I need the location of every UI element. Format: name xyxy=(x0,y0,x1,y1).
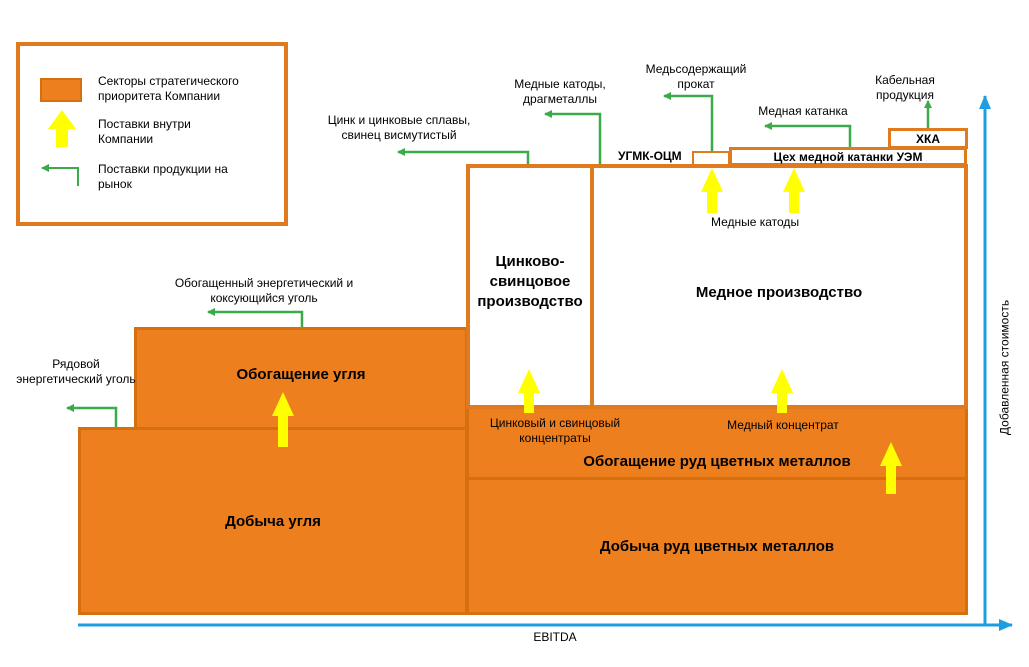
copper-cathodes-label: Медные катоды xyxy=(710,215,800,229)
rod-shop-label: Цех медной катанки УЭМ xyxy=(773,149,923,164)
copper-cathodes-arrow-2 xyxy=(783,168,805,213)
cable-label: Кабельная продукция xyxy=(875,73,935,102)
copper-concentrate-arrow xyxy=(771,369,793,413)
zinc-lead-label: Цинково-свинцовое производство xyxy=(477,253,583,310)
ore-enrichment-block: Обогащение руд цветных металлов xyxy=(466,406,968,480)
copper-concentrate-label: Медный концентрат xyxy=(727,418,839,432)
legend-sector-swatch xyxy=(40,78,82,102)
copper-cathodes-precious-arrow xyxy=(544,110,602,164)
coal-internal-arrow xyxy=(272,392,294,447)
copper-cathodes-arrow-1 xyxy=(701,168,723,213)
hka-label: ХКА xyxy=(916,131,940,146)
legend-internal-arrow xyxy=(48,110,76,147)
enriched-coal-label: Обогащенный энергетический и коксующийся… xyxy=(174,276,354,305)
ore-enrichment-internal-arrow xyxy=(880,442,902,494)
ore-enrichment-label: Обогащение руд цветных металлов xyxy=(583,453,851,470)
legend-internal-label: Поставки внутри Компании xyxy=(98,117,191,146)
ore-mining-label: Добыча руд цветных металлов xyxy=(599,537,835,555)
copper-rod-label: Медная катанка xyxy=(758,104,848,118)
zinc-concentrate-arrow xyxy=(518,369,540,413)
legend-sector-label: Секторы стратегического приоритета Компа… xyxy=(98,74,239,103)
copper-cathodes-precious-label: Медные катоды, драгметаллы xyxy=(514,77,606,106)
copper-rolled-arrow xyxy=(663,92,714,151)
raw-coal-label: Рядовой энергетический уголь xyxy=(16,357,136,386)
coal-enrichment-label: Обогащение угля xyxy=(236,366,366,383)
zinc-alloys-arrow xyxy=(397,148,530,164)
coal-mining-label: Добыча угля xyxy=(225,512,321,530)
copper-rod-arrow xyxy=(764,122,852,147)
raw-coal-arrow xyxy=(66,404,118,427)
zinc-lead-block: Цинково-свинцовое производство xyxy=(466,164,594,409)
copper-production-block: Медное производство xyxy=(590,164,968,409)
ugmk-ocm-label: УГМК-ОЦМ xyxy=(618,149,682,163)
ore-mining-block: Добыча руд цветных металлов xyxy=(466,477,968,615)
x-axis-label: EBITDA xyxy=(533,630,577,644)
copper-rolled-label: Медьсодержащий прокат xyxy=(645,62,747,91)
zinc-alloys-label: Цинк и цинковые сплавы, свинец висмутист… xyxy=(327,113,471,142)
hka-block: ХКА xyxy=(888,128,968,149)
enriched-coal-arrow xyxy=(207,308,304,327)
legend-market-label: Поставки продукции на рынок xyxy=(98,162,228,191)
rod-shop-block: Цех медной катанки УЭМ xyxy=(729,147,967,166)
zinc-lead-concentrates-label: Цинковый и свинцовый концентраты xyxy=(489,416,621,445)
legend-market-arrow xyxy=(41,164,79,186)
copper-production-label: Медное производство xyxy=(695,284,863,301)
coal-enrichment-block: Обогащение угля xyxy=(134,327,468,430)
